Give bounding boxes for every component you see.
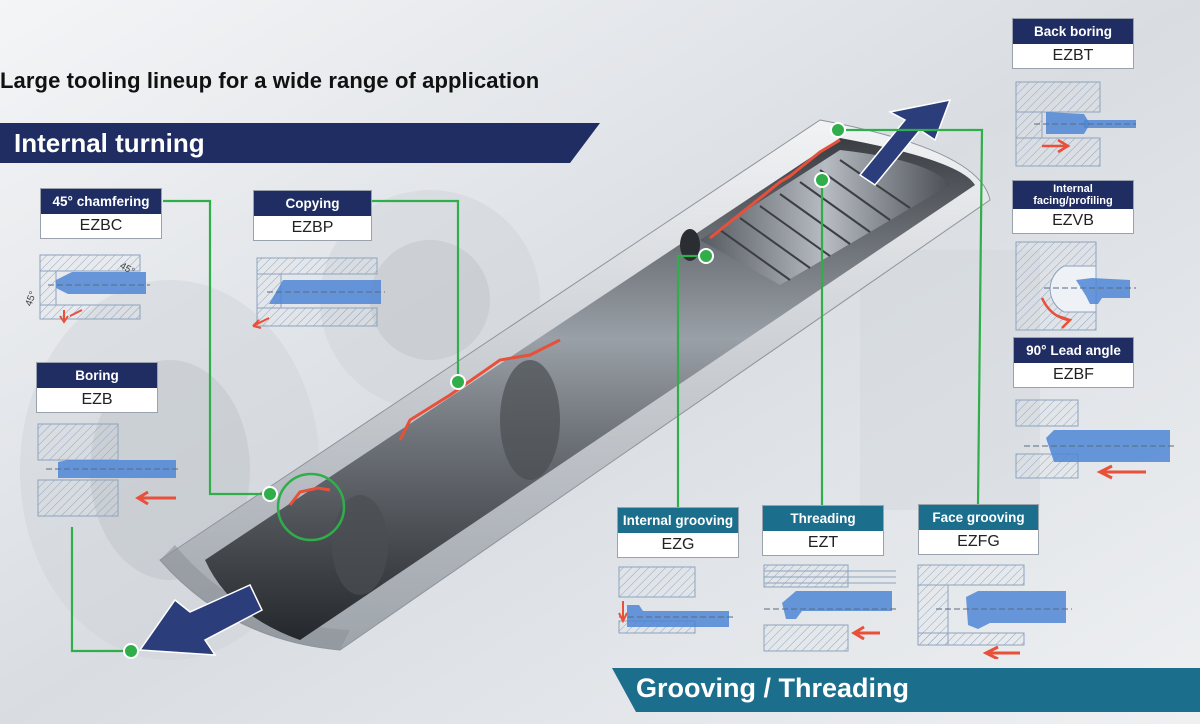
sketch-ezg <box>618 566 735 634</box>
sketch-ezbc: 45° 45° <box>24 254 150 324</box>
internal-turning-title: Internal turning <box>14 128 205 158</box>
tool-code: EZFG <box>919 530 1038 554</box>
tool-code: EZBC <box>41 214 161 238</box>
tool-label: Threading <box>763 506 883 531</box>
tool-card-ezb: Boring EZB <box>36 362 158 413</box>
tool-code: EZB <box>37 388 157 412</box>
internal-turning-banner: Internal turning <box>0 123 600 163</box>
sketch-ezbp <box>252 257 385 329</box>
sketch-ezt <box>763 564 898 652</box>
tool-code: EZBF <box>1014 363 1133 387</box>
angle-label-1: 45° <box>24 290 40 308</box>
tool-card-ezbp: Copying EZBP <box>253 190 372 241</box>
tool-label: 45° chamfering <box>41 189 161 214</box>
tool-label: Internal facing/profiling <box>1013 181 1133 209</box>
tool-label: 90° Lead angle <box>1014 338 1133 363</box>
tool-label: Copying <box>254 191 371 216</box>
grooving-threading-banner: Grooving / Threading <box>612 668 1200 712</box>
tool-label: Internal grooving <box>618 508 738 533</box>
sketch-ezfg <box>917 564 1072 659</box>
tool-code: EZT <box>763 531 883 555</box>
tool-code: EZBT <box>1013 44 1133 68</box>
sketch-ezbt <box>1015 81 1136 167</box>
tool-card-ezg: Internal grooving EZG <box>617 507 739 558</box>
tool-card-ezbc: 45° chamfering EZBC <box>40 188 162 239</box>
tool-label: Boring <box>37 363 157 388</box>
tool-code: EZG <box>618 533 738 557</box>
sketch-ezvb <box>1015 241 1136 331</box>
tool-card-ezbt: Back boring EZBT <box>1012 18 1134 69</box>
sketch-ezbf <box>1015 399 1174 480</box>
tool-card-ezvb: Internal facing/profiling EZVB <box>1012 180 1134 234</box>
tool-label: Face grooving <box>919 505 1038 530</box>
sketch-ezb <box>37 423 178 517</box>
headline: Large tooling lineup for a wide range of… <box>0 68 540 93</box>
tool-code: EZBP <box>254 216 371 240</box>
tool-card-ezt: Threading EZT <box>762 505 884 556</box>
grooving-threading-title: Grooving / Threading <box>636 673 910 703</box>
tool-card-ezbf: 90° Lead angle EZBF <box>1013 337 1134 388</box>
tool-code: EZVB <box>1013 209 1133 233</box>
tool-card-ezfg: Face grooving EZFG <box>918 504 1039 555</box>
tool-label: Back boring <box>1013 19 1133 44</box>
